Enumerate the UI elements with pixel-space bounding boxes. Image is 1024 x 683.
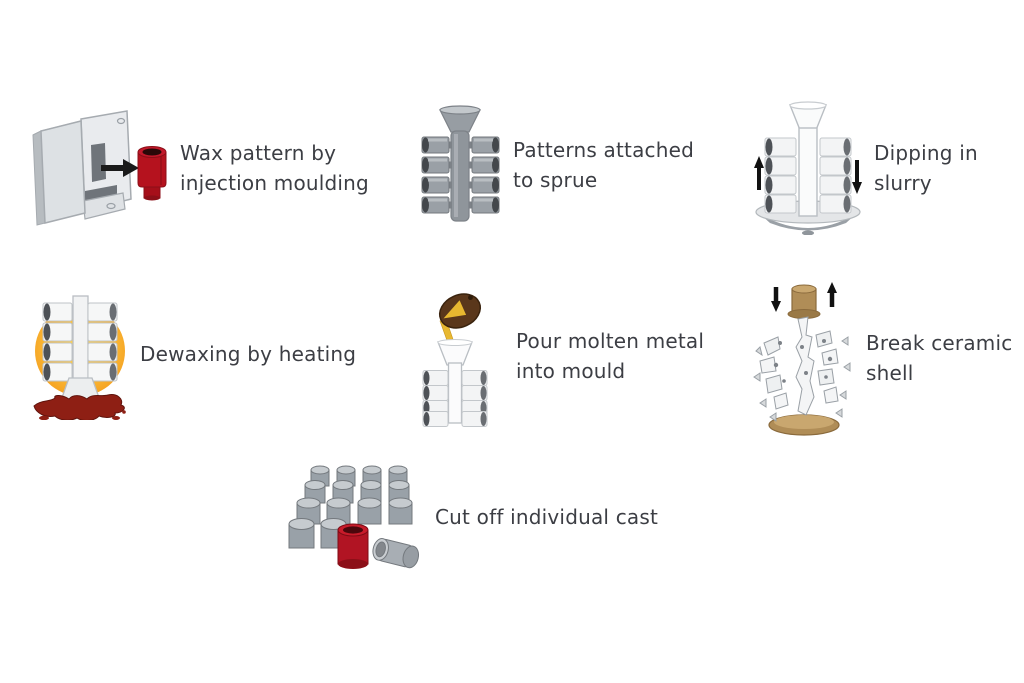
step-patterns-sprue: Patterns attached to sprue — [418, 105, 694, 225]
break-ceramic-shell-icon — [750, 277, 856, 439]
step-label: Pour molten metal into mould — [516, 329, 705, 383]
step-dewaxing: Dewaxing by heating — [30, 288, 357, 421]
step-label: Dewaxing by heating — [140, 342, 357, 366]
slurry-dipping-icon — [752, 100, 864, 236]
step-break-shell: Break ceramic shell — [750, 277, 1012, 439]
step-wax-pattern: Wax pattern by injection moulding — [25, 107, 369, 228]
step-label: Cut off individual cast — [435, 505, 659, 529]
step-label: Wax pattern by injection moulding — [180, 140, 369, 195]
pour-molten-metal-icon — [418, 285, 506, 427]
dewaxing-heat-icon — [30, 288, 130, 421]
step-label: Patterns attached to sprue — [513, 138, 694, 192]
cut-off-casts-icon — [283, 458, 425, 576]
step-cut-off-casts: Cut off individual cast — [283, 458, 658, 576]
step-label: Break ceramic shell — [866, 331, 1013, 385]
injection-mould-icon — [25, 107, 170, 228]
step-label: Dipping in slurry — [874, 140, 978, 195]
sprue-assembly-icon — [418, 105, 503, 225]
step-dipping-slurry: Dipping in slurry — [752, 100, 978, 236]
step-pour-metal: Pour molten metal into mould — [418, 285, 704, 427]
